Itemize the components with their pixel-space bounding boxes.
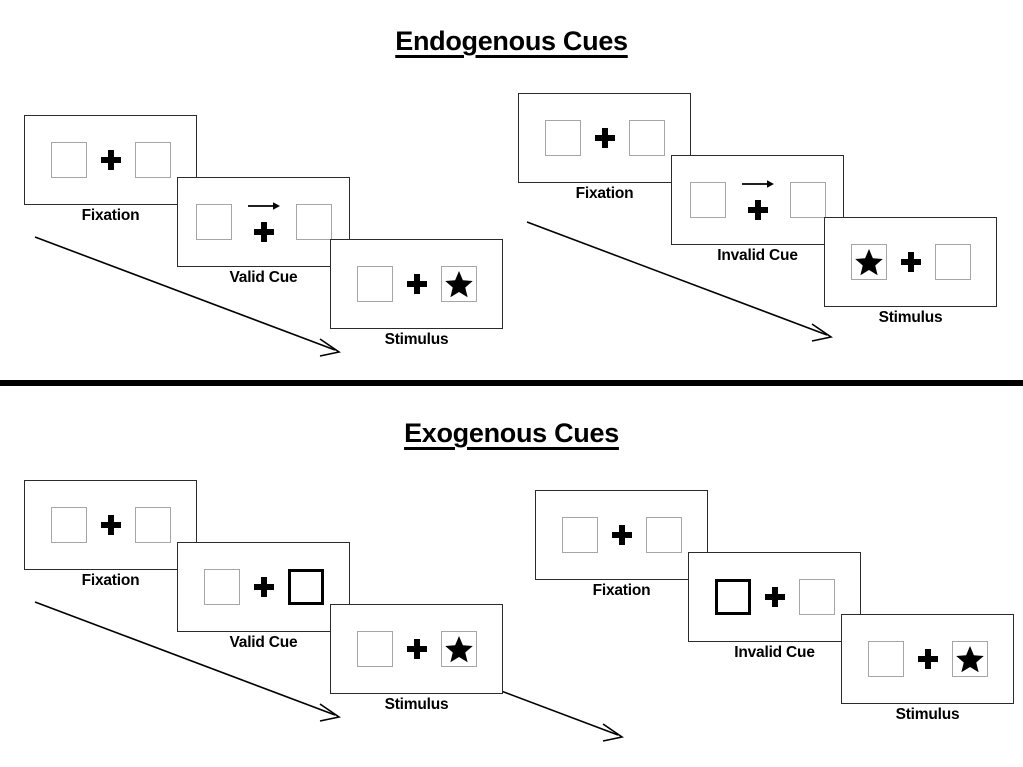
fixation-cross-icon <box>406 639 427 659</box>
section-exogenous: Exogenous Cues Fixation Valid Cue <box>0 390 1023 767</box>
cue-stack <box>740 179 776 221</box>
right-box <box>440 631 477 667</box>
left-box <box>544 120 581 156</box>
step-label-fixation: Fixation <box>592 582 651 599</box>
left-box <box>850 244 887 280</box>
cue-stack <box>246 201 282 243</box>
trial-panel <box>24 115 197 205</box>
right-box-cued <box>287 569 324 605</box>
right-box <box>951 641 988 677</box>
step-label-valid-cue: Valid Cue <box>229 269 298 286</box>
left-box <box>203 569 240 605</box>
step-label-invalid-cue: Invalid Cue <box>734 644 815 661</box>
right-box <box>295 204 332 240</box>
fixation-cross-icon <box>764 587 785 607</box>
left-box <box>561 517 598 553</box>
step-label-stimulus: Stimulus <box>878 309 943 326</box>
arrow-right-icon <box>741 180 774 188</box>
trial-panel <box>518 93 691 183</box>
star-icon <box>854 249 883 276</box>
right-box <box>628 120 665 156</box>
trial-panel <box>177 177 350 267</box>
step-label-stimulus: Stimulus <box>895 706 960 723</box>
fixation-cross-icon <box>406 274 427 294</box>
trial-panel <box>24 480 197 570</box>
section-divider <box>0 380 1023 386</box>
fixation-cross-icon <box>900 252 921 272</box>
fixation-cross-icon <box>253 577 274 597</box>
fixation-cross-icon <box>747 200 768 220</box>
trial-panel <box>671 155 844 245</box>
trial-panel <box>535 490 708 580</box>
fixation-cross-icon <box>253 222 274 242</box>
right-box <box>934 244 971 280</box>
fixation-cross-icon <box>594 128 615 148</box>
step-label-fixation: Fixation <box>575 185 634 202</box>
trial-panel <box>330 604 503 694</box>
left-box <box>689 182 726 218</box>
trial-panel <box>824 217 997 307</box>
trial-panel <box>688 552 861 642</box>
left-box <box>50 507 87 543</box>
exogenous-section-title: Exogenous Cues <box>404 418 619 448</box>
star-icon <box>955 646 984 673</box>
step-label-stimulus: Stimulus <box>384 696 449 713</box>
trial-panel <box>177 542 350 632</box>
left-box <box>50 142 87 178</box>
right-box <box>440 266 477 302</box>
fixation-cross-icon <box>100 515 121 535</box>
arrow-right-icon <box>247 202 280 210</box>
right-box <box>798 579 835 615</box>
left-box <box>867 641 904 677</box>
left-box-cued <box>714 579 751 615</box>
section-endogenous: Endogenous Cues Fixation <box>0 0 1023 380</box>
step-label-valid-cue: Valid Cue <box>229 634 298 651</box>
endogenous-section-title: Endogenous Cues <box>395 26 628 56</box>
star-icon <box>444 636 473 663</box>
left-box <box>195 204 232 240</box>
left-box <box>356 631 393 667</box>
step-label-stimulus: Stimulus <box>384 331 449 348</box>
step-label-invalid-cue: Invalid Cue <box>717 247 798 264</box>
right-box <box>789 182 826 218</box>
fixation-cross-icon <box>611 525 632 545</box>
trial-panel <box>841 614 1014 704</box>
step-label-fixation: Fixation <box>81 572 140 589</box>
right-box <box>134 507 171 543</box>
right-box <box>645 517 682 553</box>
right-box <box>134 142 171 178</box>
fixation-cross-icon <box>917 649 938 669</box>
trial-panel <box>330 239 503 329</box>
fixation-cross-icon <box>100 150 121 170</box>
step-label-fixation: Fixation <box>81 207 140 224</box>
star-icon <box>444 271 473 298</box>
left-box <box>356 266 393 302</box>
